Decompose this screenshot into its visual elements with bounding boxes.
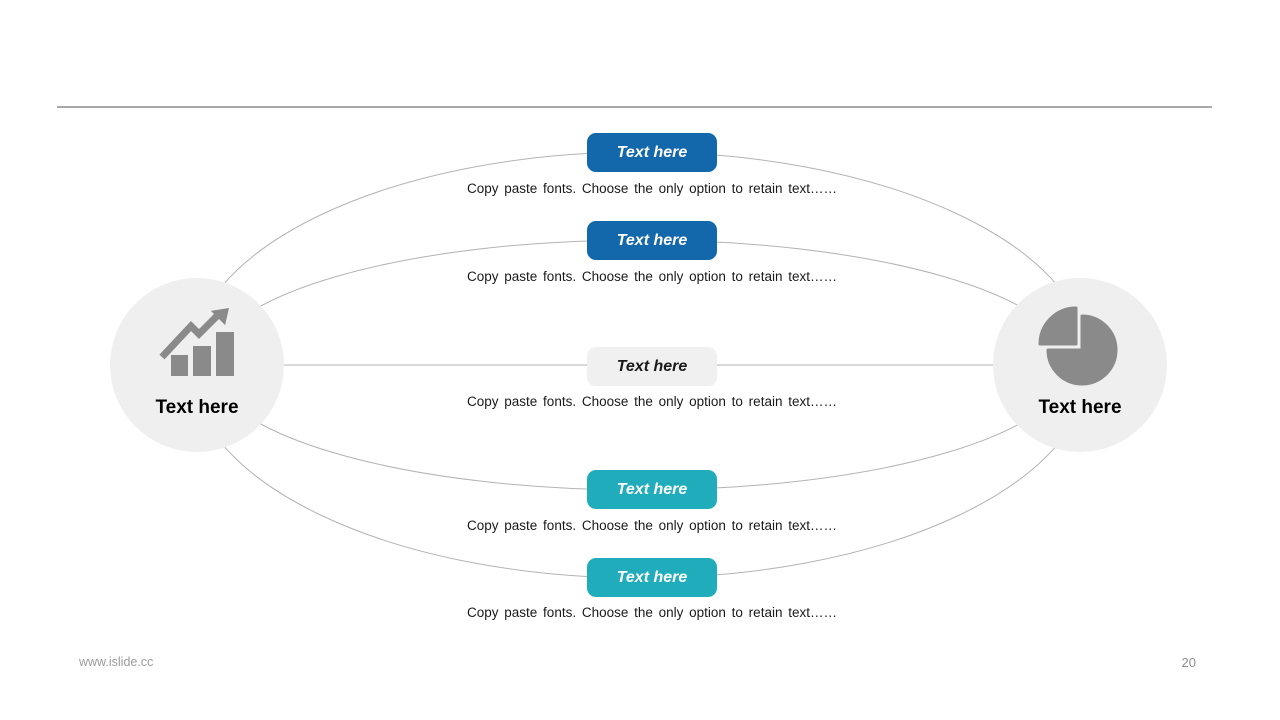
row-2-description: Copy paste fonts. Choose the only option… — [467, 269, 837, 284]
row-1-button[interactable]: Text here — [587, 133, 717, 172]
row-4-button[interactable]: Text here — [587, 470, 717, 509]
row-5-button[interactable]: Text here — [587, 558, 717, 597]
row-1-description: Copy paste fonts. Choose the only option… — [467, 181, 837, 196]
right-category-circle[interactable]: Text here — [993, 278, 1167, 452]
row-5-description: Copy paste fonts. Choose the only option… — [467, 605, 837, 620]
pie-chart-icon — [1038, 306, 1118, 386]
row-3-button[interactable]: Text here — [587, 347, 717, 386]
bar-chart-icon — [159, 308, 234, 376]
top-divider-line — [57, 106, 1212, 108]
footer-website-link[interactable]: www.islide.cc — [79, 655, 154, 669]
left-category-circle[interactable]: Text here — [110, 278, 284, 452]
row-2-button[interactable]: Text here — [587, 221, 717, 260]
right-circle-label: Text here — [1038, 397, 1122, 418]
row-4-description: Copy paste fonts. Choose the only option… — [467, 518, 837, 533]
row-3-description: Copy paste fonts. Choose the only option… — [467, 394, 837, 409]
left-circle-label: Text here — [155, 397, 239, 418]
footer-page-number: 20 — [1181, 655, 1196, 670]
